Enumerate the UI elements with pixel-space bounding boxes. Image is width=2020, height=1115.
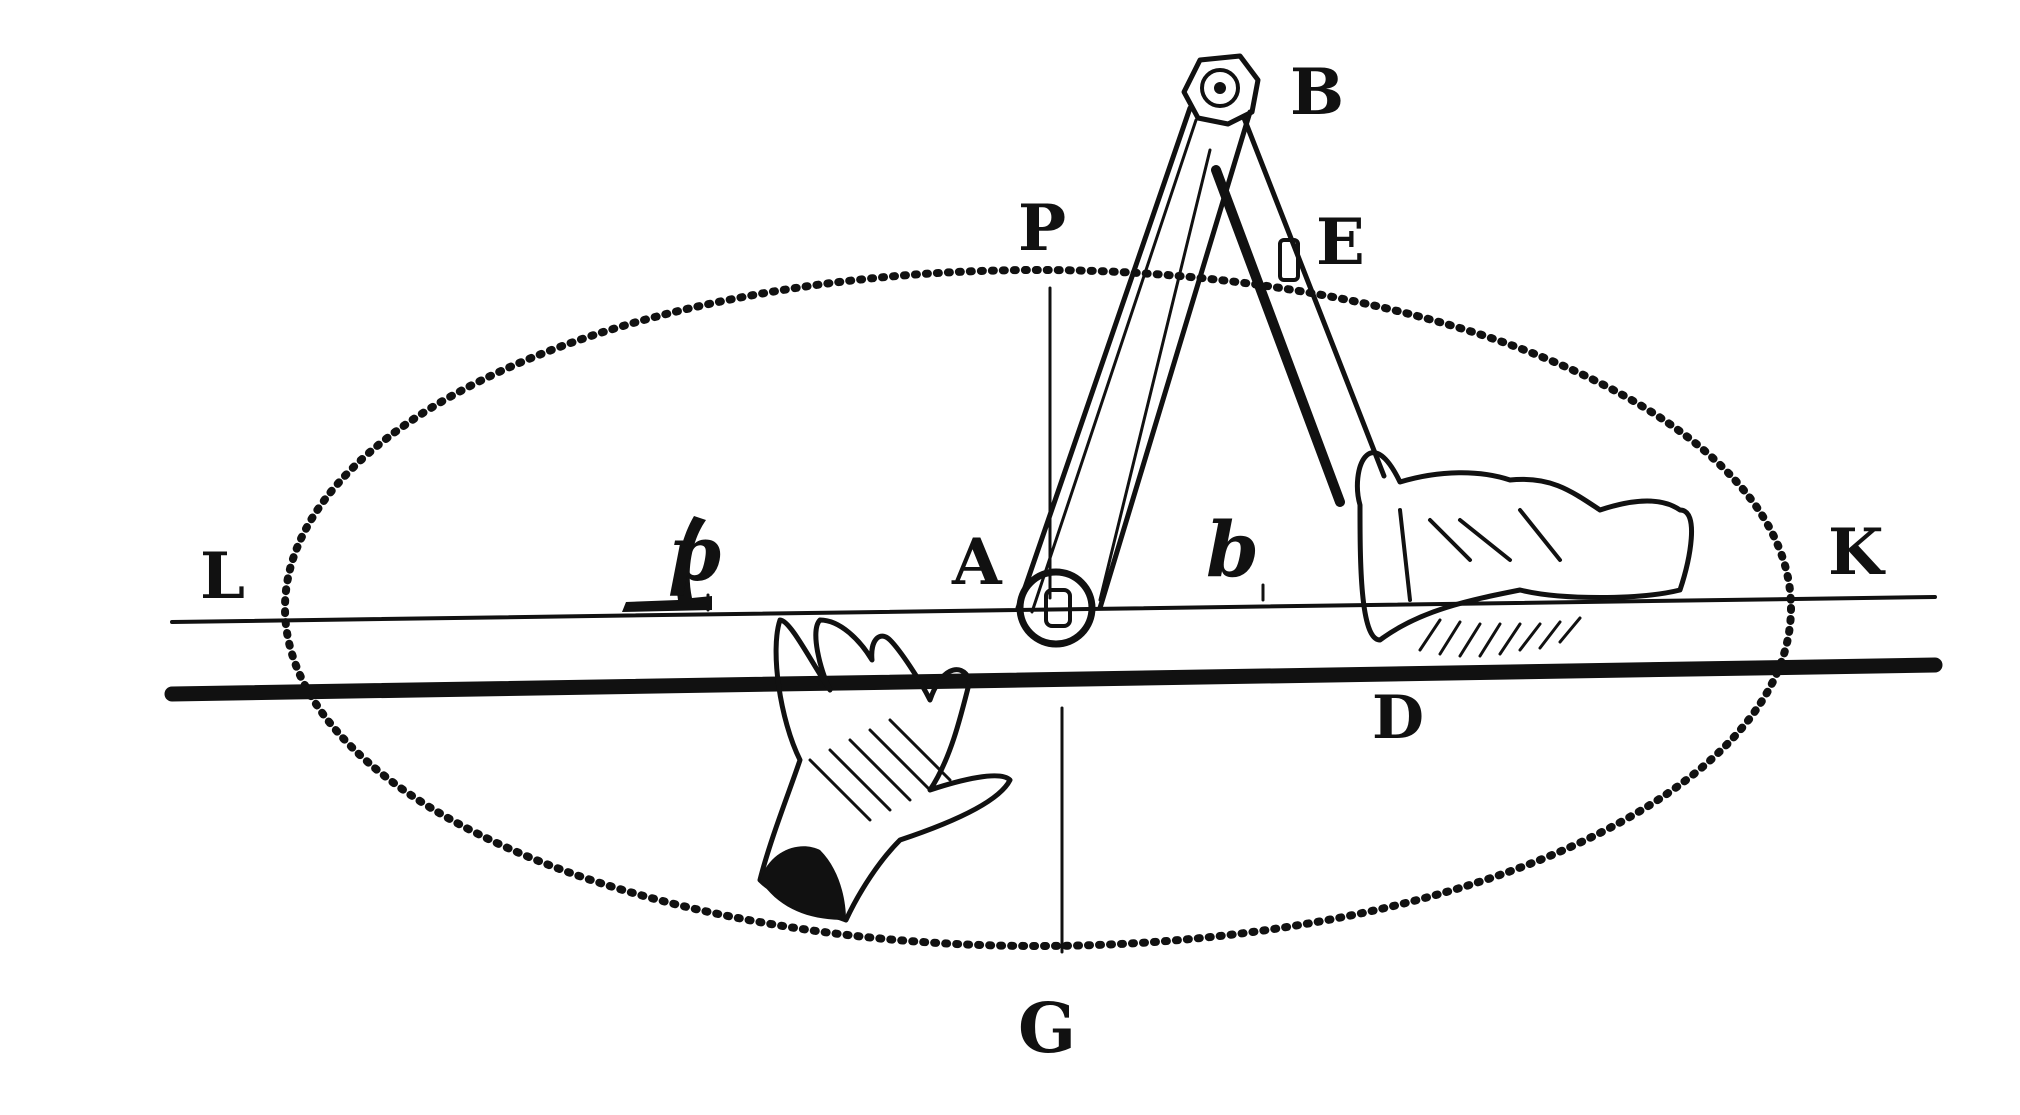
label-p: P [1018,191,1066,266]
ruler [164,595,1943,702]
right-hand [1354,450,1694,658]
label-l: L [200,539,245,614]
label-a: A [951,525,1003,600]
slider-knob-e [1278,238,1300,282]
label-g: G [1018,989,1076,1069]
label-k: K [1828,515,1886,590]
label-d: D [1372,683,1424,753]
left-hand [757,617,1013,923]
label-p-lower: p [668,509,721,598]
compass-arm-short [1098,115,1387,602]
dotted-ellipse [281,266,1795,950]
label-e: E [1316,205,1365,280]
label-b: B [1290,55,1344,130]
label-b-lower: b [1206,505,1259,594]
hinge-b [1181,53,1261,127]
pivot-pin-a [1016,568,1096,648]
pin-p [622,516,712,612]
